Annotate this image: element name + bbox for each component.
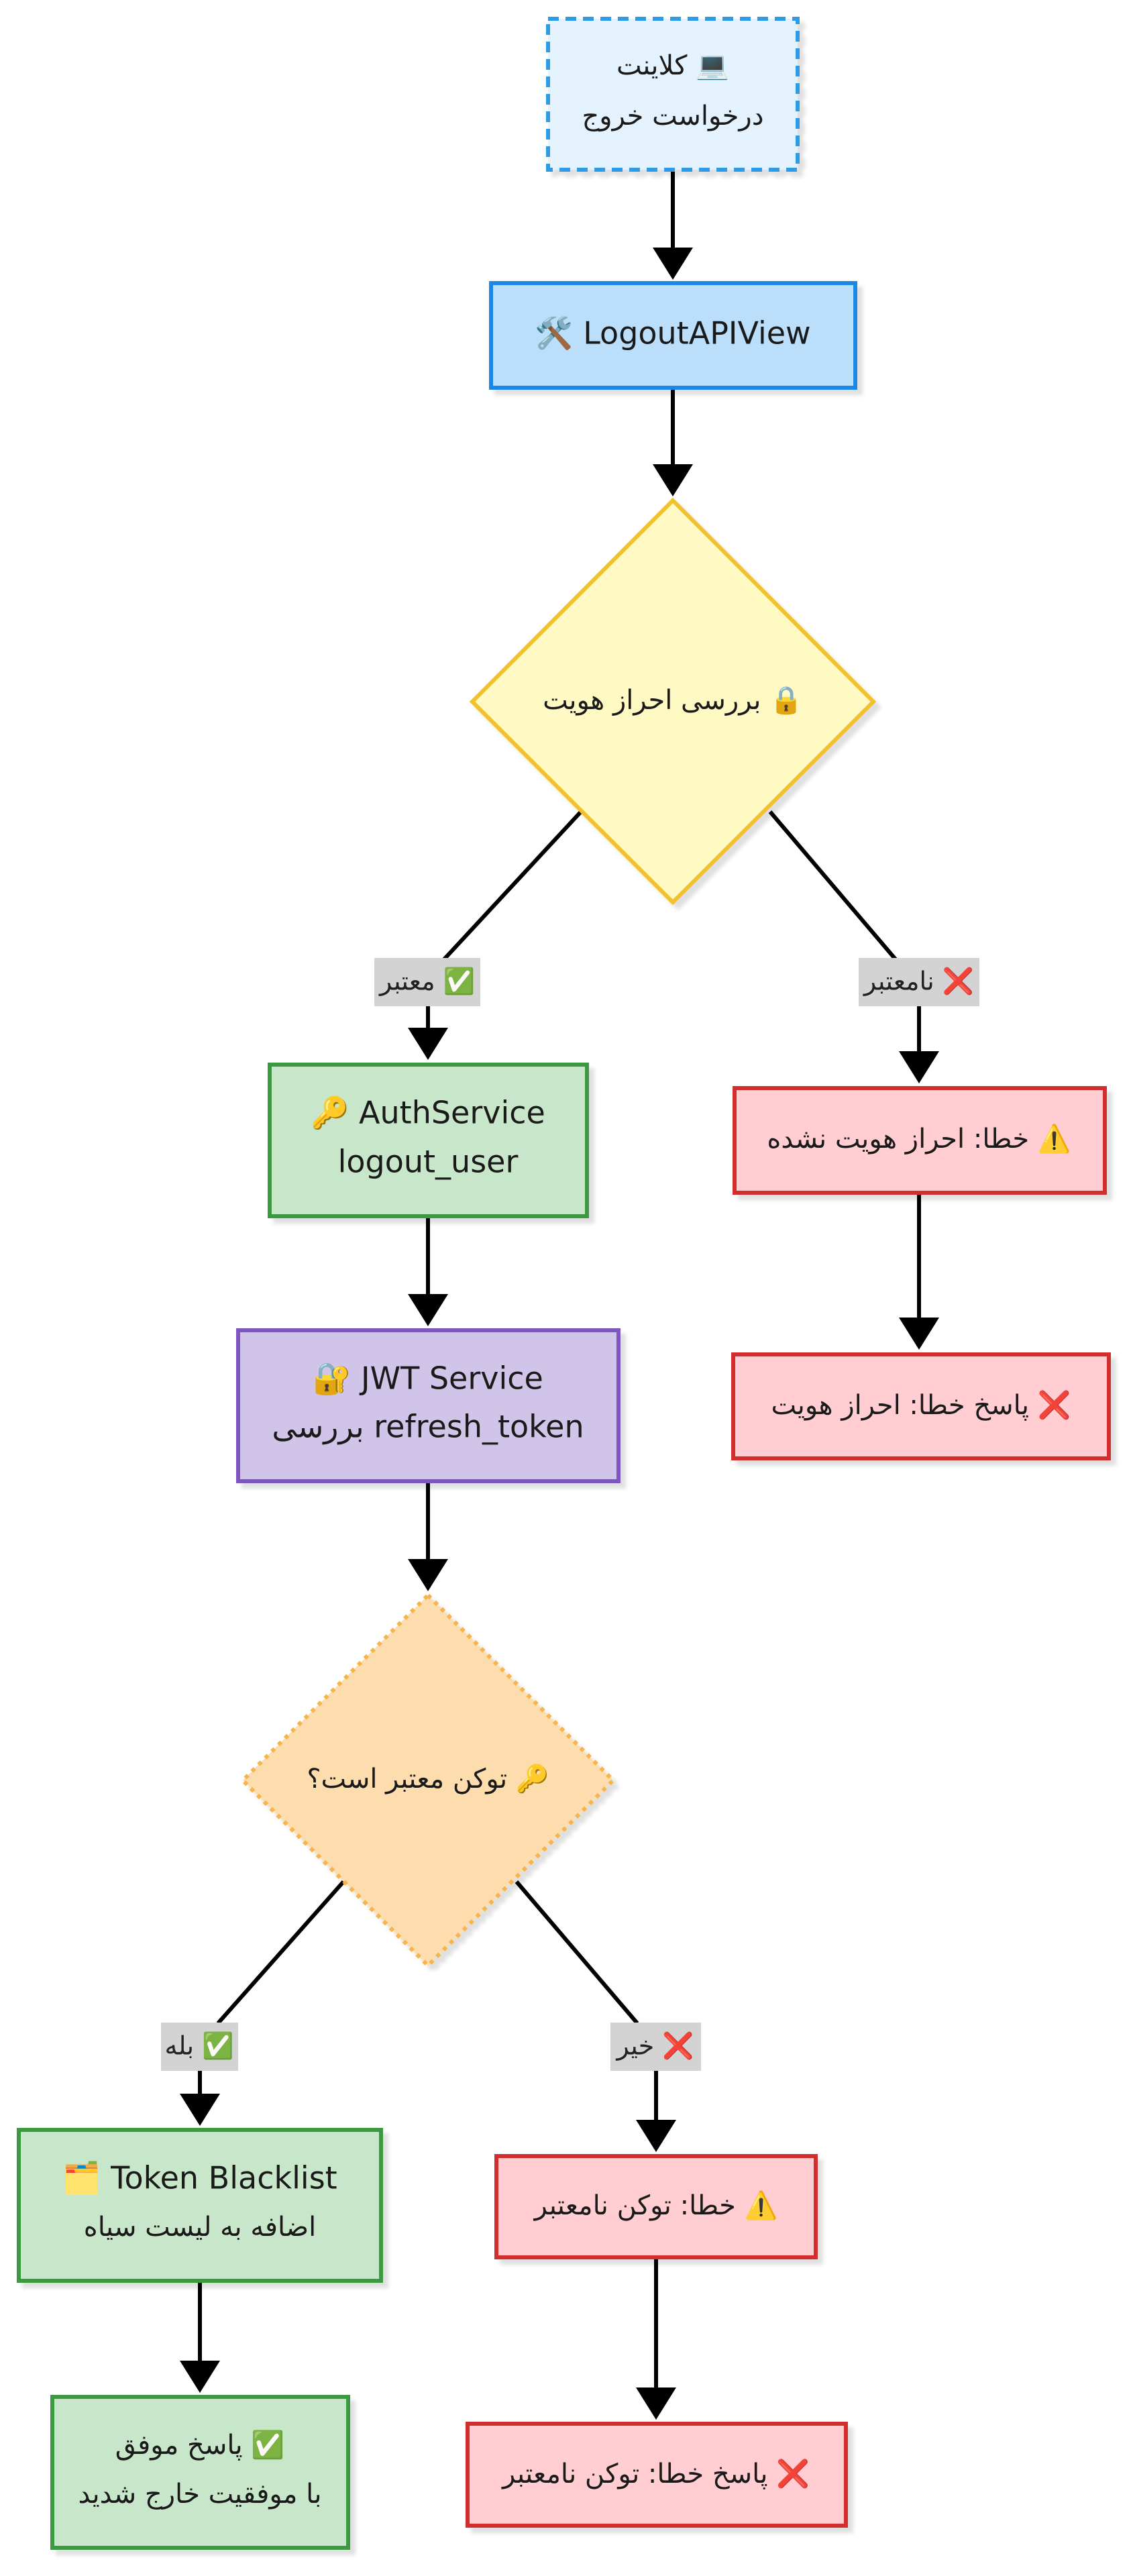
node-token-check-decision: [239, 1592, 616, 1969]
auth-error-label: خطا: احراز هویت نشده ⚠️: [767, 1123, 1071, 1155]
edge-label-valid-text: معتبر ✅: [378, 967, 475, 997]
auth-error-response-label: پاسخ خطا: احراز هویت ❌: [771, 1389, 1071, 1421]
edge-label-invalid-text: نامعتبر ❌: [863, 967, 974, 997]
token-blacklist-label: 🗂️ Token Blacklist: [62, 2160, 337, 2196]
node-token-error-response: [466, 2422, 848, 2528]
token-error-label: خطا: توکن نامعتبر ⚠️: [533, 2190, 778, 2221]
node-jwt-service: [236, 1328, 621, 1483]
token-blacklist-sublabel: اضافه به لیست سیاه: [84, 2212, 317, 2243]
edge-label-yes-text: بله ✅: [165, 2031, 234, 2061]
node-auth-error-response: [731, 1352, 1111, 1460]
success-sublabel: با موفقیت خارج شدید: [78, 2479, 322, 2510]
jwt-service-label: 🔐 JWT Service: [313, 1360, 543, 1397]
edge-token-check-no: [515, 1880, 639, 2025]
node-token-error: [494, 2154, 818, 2259]
auth-service-sublabel: logout_user: [338, 1144, 519, 1180]
node-auth-error: [733, 1086, 1107, 1195]
logout-api-view-label: 🛠️ LogoutAPIView: [535, 315, 810, 352]
edge-auth-check-valid: [442, 810, 583, 961]
client-sublabel: درخواست خروج: [582, 101, 763, 132]
edge-label-valid: معتبر ✅: [374, 958, 480, 1006]
jwt-service-sublabel: بررسی refresh_token: [272, 1409, 584, 1446]
node-token-blacklist: [17, 2128, 383, 2283]
edge-label-invalid: نامعتبر ❌: [859, 958, 979, 1006]
node-auth-service: [268, 1063, 589, 1218]
token-check-label: توکن معتبر است؟ 🔑: [307, 1762, 549, 1794]
token-error-response-label: پاسخ خطا: توکن نامعتبر ❌: [501, 2458, 810, 2489]
edge-label-no: خیر ❌: [610, 2023, 701, 2071]
success-label: پاسخ موفق ✅: [115, 2429, 284, 2461]
edge-auth-check-invalid: [768, 810, 898, 961]
edges: [180, 171, 939, 2420]
auth-service-label: 🔑 AuthService: [311, 1094, 545, 1132]
node-client: [546, 17, 800, 172]
node-logout-api-view: [489, 281, 857, 390]
edge-label-yes: بله ✅: [161, 2023, 238, 2071]
edge-token-check-yes: [216, 1880, 345, 2025]
node-success-response: [50, 2395, 350, 2550]
edge-label-no-text: خیر ❌: [615, 2031, 694, 2061]
node-auth-check-decision: [469, 497, 877, 906]
client-label: کلاینت 💻: [616, 50, 729, 81]
auth-check-label: بررسی احراز هویت 🔒: [543, 685, 803, 716]
